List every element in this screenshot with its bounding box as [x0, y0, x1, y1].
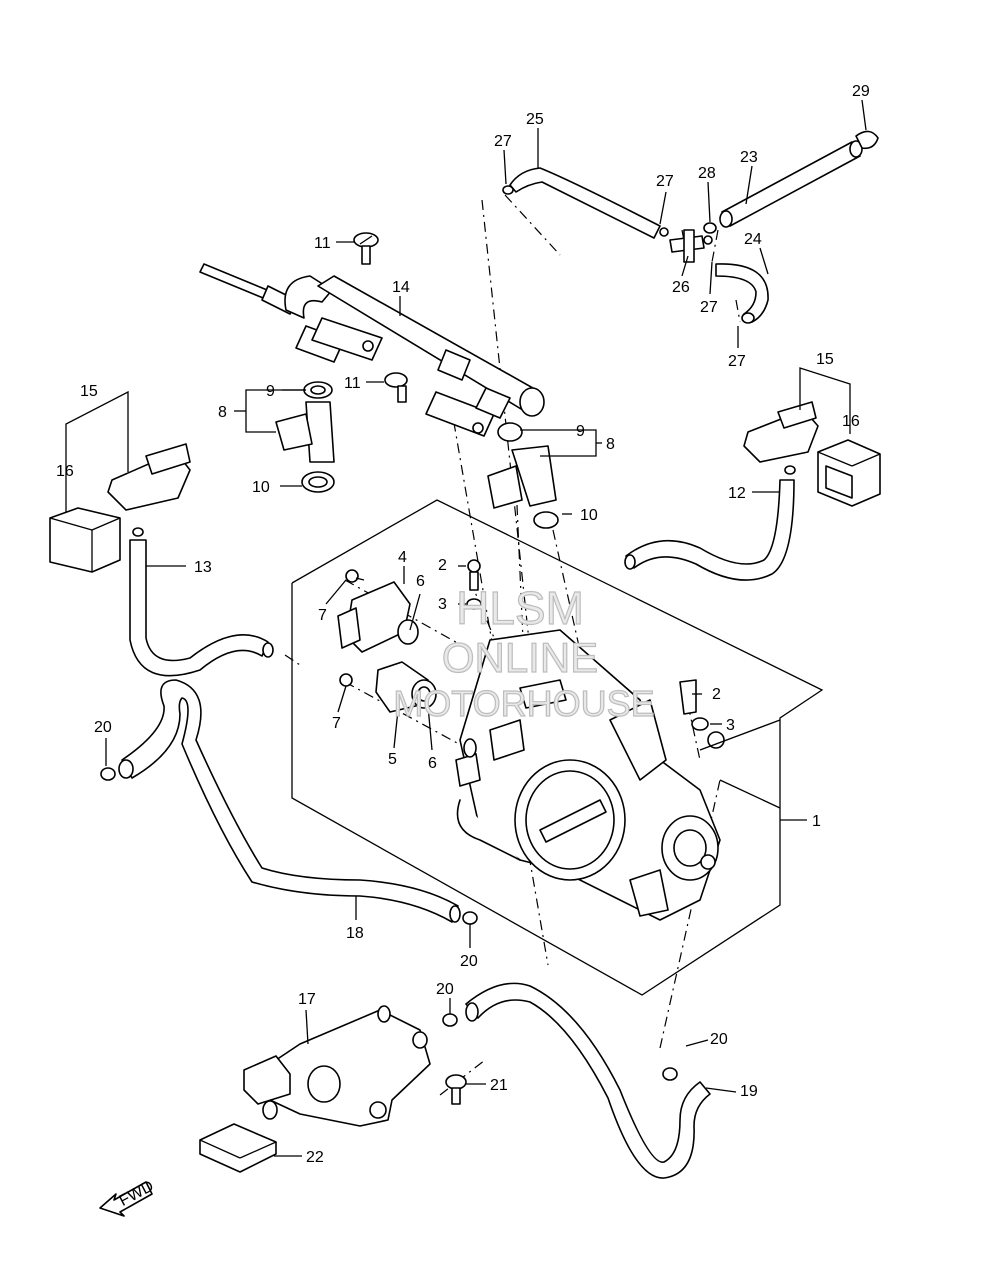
callout-16b: 16: [842, 413, 860, 430]
callout-9b: 9: [576, 423, 585, 440]
callout-18: 18: [346, 925, 364, 942]
t-joint-26: [659, 227, 713, 263]
callout-16a: 16: [56, 463, 74, 480]
callout-29: 29: [852, 83, 870, 100]
callout-23: 23: [740, 149, 758, 166]
callout-20b: 20: [460, 953, 478, 970]
leader-lines: [65, 99, 867, 1157]
fwd-arrow-icon: FWD: [99, 1178, 157, 1217]
hose-23: [719, 140, 863, 228]
callout-27a: 27: [494, 133, 512, 150]
callout-19: 19: [740, 1083, 758, 1100]
callout-3b: 3: [726, 717, 735, 734]
idle-speed-sensor: [339, 661, 437, 713]
callout-8b: 8: [606, 436, 615, 453]
hose-12: [624, 479, 795, 581]
callout-11a: 11: [314, 235, 331, 252]
connector-15-left: [107, 443, 191, 537]
svg-text:MOTORHOUSE: MOTORHOUSE: [393, 683, 654, 724]
callout-28: 28: [698, 165, 716, 182]
throttle-position-sensor: [337, 569, 419, 653]
callout-4: 4: [398, 549, 407, 566]
callout-2b: 2: [712, 686, 721, 703]
screw-11-lower: [384, 372, 408, 403]
svg-text:ONLINE: ONLINE: [442, 634, 598, 681]
callout-7b: 7: [332, 715, 341, 732]
callout-11b: 11: [344, 375, 361, 392]
callout-8a: 8: [218, 404, 227, 421]
hose-19: [465, 982, 711, 1179]
callout-5: 5: [388, 751, 397, 768]
callout-20d: 20: [710, 1031, 728, 1048]
callout-1: 1: [812, 813, 821, 830]
callout-12: 12: [728, 485, 746, 502]
callout-10b: 10: [580, 507, 598, 524]
callout-labels: 1 2 2 3 3 4 5 6 6 7 7 8 8 9 9 10 10 11 1…: [56, 83, 870, 1166]
callout-10a: 10: [252, 479, 270, 496]
callout-22: 22: [306, 1149, 324, 1166]
cap-16-right: [817, 439, 881, 507]
throttle-body-fittings: [466, 559, 709, 731]
callout-6a: 6: [416, 573, 425, 590]
callout-13: 13: [194, 559, 212, 576]
screw-21: [445, 1074, 467, 1105]
callout-15b: 15: [816, 351, 834, 368]
callout-27d: 27: [728, 353, 746, 370]
clip-28: [703, 222, 717, 234]
callout-20a: 20: [94, 719, 112, 736]
callout-9a: 9: [266, 383, 275, 400]
callout-14: 14: [392, 279, 410, 296]
svg-text:FWD: FWD: [116, 1178, 156, 1210]
callout-2a: 2: [438, 557, 447, 574]
connector-15-right: [743, 401, 819, 475]
hose-13: [129, 539, 274, 677]
pad-22: [199, 1123, 277, 1173]
clamp-20-group: [100, 767, 678, 1081]
callout-7a: 7: [318, 607, 327, 624]
callout-3a: 3: [438, 596, 447, 613]
screw-11-upper: [353, 232, 379, 265]
callout-17: 17: [298, 991, 316, 1008]
throttle-body: [455, 629, 725, 921]
callout-27b: 27: [656, 173, 674, 190]
hose-25: [502, 167, 661, 239]
svg-text:HLSM: HLSM: [456, 582, 584, 634]
callout-20c: 20: [436, 981, 454, 998]
fuel-delivery-pipe: [199, 263, 545, 437]
callout-27c: 27: [700, 299, 718, 316]
callout-24: 24: [744, 231, 762, 248]
callout-6b: 6: [428, 755, 437, 772]
hose-18: [118, 679, 461, 923]
right-injector: [487, 422, 559, 529]
callout-21: 21: [490, 1077, 508, 1094]
callout-26: 26: [672, 279, 690, 296]
throttle-body-assembly-outline: [291, 499, 824, 996]
hose-24: [715, 263, 769, 324]
cap-16-left: [49, 507, 121, 573]
callout-15a: 15: [80, 383, 98, 400]
callout-25: 25: [526, 111, 544, 128]
watermark: HLSM ONLINE MOTORHOUSE: [393, 581, 656, 724]
clamp-29: [855, 130, 879, 150]
left-injector: [275, 381, 335, 493]
idle-air-control-valve: [243, 1005, 431, 1127]
